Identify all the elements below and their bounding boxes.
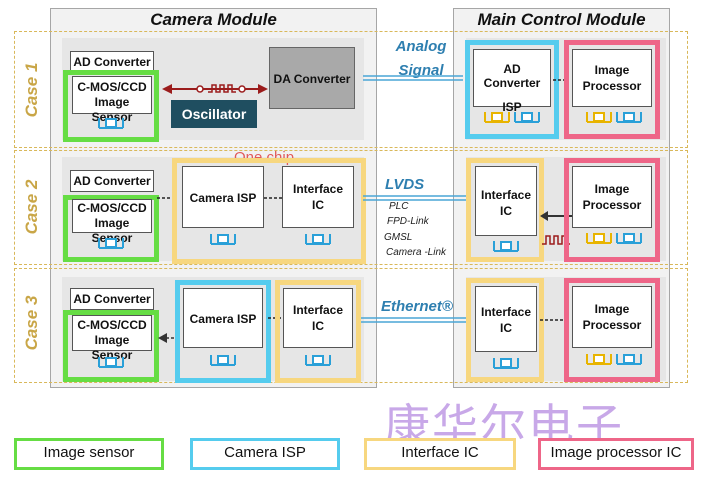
case2-link-option-camera-link: Camera -Link bbox=[386, 247, 447, 258]
case3-isp-chip-icon bbox=[210, 353, 236, 367]
oscillator-signal-icon bbox=[162, 84, 268, 94]
case3-main-interface-highlight bbox=[466, 278, 544, 382]
case3-image-sensor-highlight bbox=[63, 310, 159, 382]
case2-frame bbox=[14, 150, 688, 265]
case2-main-interface-chip-icon bbox=[493, 239, 519, 253]
case3-internal-link bbox=[540, 319, 566, 321]
case1-isp-chip-icon-blue bbox=[514, 110, 540, 124]
legend-image-processor-ic: Image processor IC bbox=[538, 438, 694, 470]
case1-link-label: Analog Signal bbox=[395, 38, 447, 79]
case2-main-interface: Interface IC bbox=[475, 166, 537, 236]
case3-processor-chip-icon-blue bbox=[616, 352, 642, 366]
case1-image-sensor: C-MOS/CCD Image Sensor bbox=[72, 76, 152, 124]
case1-main-ad-isp: AD Converter ISP bbox=[473, 49, 551, 114]
case1-sensor-chip-icon bbox=[98, 116, 124, 130]
case1-frame bbox=[14, 31, 688, 148]
case1-main-processor: Image Processor bbox=[572, 49, 652, 107]
case3-sensor-chip-icon bbox=[98, 355, 124, 369]
legend-interface-ic: Interface IC bbox=[364, 438, 516, 470]
case3-processor-text: Image Processor bbox=[582, 302, 642, 332]
case1-processor-highlight bbox=[564, 40, 660, 139]
case2-processor-highlight bbox=[564, 158, 660, 262]
case3-processor-chip-icon-yellow bbox=[586, 352, 612, 366]
case2-processor-chip-icon-blue bbox=[616, 231, 642, 245]
case3-camera-isp: Camera ISP bbox=[183, 288, 263, 348]
case3-interface-highlight bbox=[275, 280, 361, 383]
case2-interface-chip-icon bbox=[305, 232, 331, 246]
camera-module-title: Camera Module bbox=[150, 10, 277, 29]
main-module-title: Main Control Module bbox=[477, 10, 646, 29]
case2-processor-chip-icon-yellow bbox=[586, 231, 612, 245]
case2-link-option-plc: PLC bbox=[389, 201, 409, 212]
case3-interface-ic: Interface IC bbox=[283, 288, 353, 348]
case3-link-line bbox=[361, 317, 475, 323]
case3-main-interface-text: Interface IC bbox=[480, 305, 532, 335]
case1-isp-chip-icon-yellow bbox=[484, 110, 510, 124]
case2-camera-isp: Camera ISP bbox=[182, 166, 264, 228]
oscillator: Oscillator bbox=[171, 100, 257, 128]
case2-label: Case 2 bbox=[22, 179, 41, 235]
case3-camera-isp-highlight bbox=[175, 280, 271, 383]
case2-interface-text: Interface IC bbox=[292, 182, 344, 212]
case2-isp-chip-icon bbox=[210, 232, 236, 246]
case3-main-interface-chip-icon bbox=[493, 356, 519, 370]
case2-interface-ic: Interface IC bbox=[282, 166, 354, 228]
case3-interface-text: Interface IC bbox=[292, 303, 344, 333]
case1-image-sensor-highlight bbox=[63, 70, 159, 142]
legend-camera-isp: Camera ISP bbox=[190, 438, 340, 470]
case1-processor-chip-icon-blue bbox=[616, 110, 642, 124]
case3-main-interface: Interface IC bbox=[475, 286, 537, 352]
case2-image-sensor: C-MOS/CCD Image Sensor bbox=[72, 199, 152, 245]
case3-sensor-text: C-MOS/CCD Image Sensor bbox=[77, 318, 147, 362]
case1-processor-text: Image Processor bbox=[582, 63, 642, 93]
case3-ad-converter: AD Converter bbox=[70, 288, 154, 310]
case1-label: Case 1 bbox=[22, 62, 41, 118]
case2-link-option-gmsl: GMSL bbox=[384, 232, 413, 243]
case2-interface-highlight bbox=[466, 158, 544, 262]
case2-isp-interface-link bbox=[264, 197, 282, 199]
case2-image-sensor-highlight bbox=[63, 195, 159, 262]
case2-link-option-fpd: FPD-Link bbox=[387, 216, 429, 227]
case2-ad-converter: AD Converter bbox=[70, 170, 154, 192]
case1-main-ad-text: AD Converter bbox=[483, 62, 541, 90]
one-chip-highlight bbox=[172, 158, 366, 264]
case3-interface-chip-icon bbox=[305, 353, 331, 367]
case2-main-interface-text: Interface IC bbox=[480, 188, 532, 218]
legend-image-sensor: Image sensor bbox=[14, 438, 164, 470]
case2-link-label: LVDS bbox=[385, 176, 425, 193]
case2-sensor-chip-icon bbox=[98, 236, 124, 250]
case1-link-line bbox=[363, 75, 463, 81]
case2-processor-text: Image Processor bbox=[582, 182, 642, 212]
case2-main-processor: Image Processor bbox=[572, 166, 652, 228]
case3-image-sensor: C-MOS/CCD Image Sensor bbox=[72, 315, 152, 362]
case2-link-line bbox=[363, 195, 475, 201]
case3-processor-highlight bbox=[564, 278, 660, 382]
case1-isp-highlight bbox=[465, 40, 559, 139]
case3-link-label: Ethernet® bbox=[381, 298, 453, 315]
case3-label: Case 3 bbox=[22, 295, 41, 351]
case1-main-isp-text: ISP bbox=[502, 100, 522, 114]
case1-da-converter: DA Converter bbox=[269, 47, 355, 109]
case3-main-processor: Image Processor bbox=[572, 286, 652, 348]
case1-processor-chip-icon-yellow bbox=[586, 110, 612, 124]
